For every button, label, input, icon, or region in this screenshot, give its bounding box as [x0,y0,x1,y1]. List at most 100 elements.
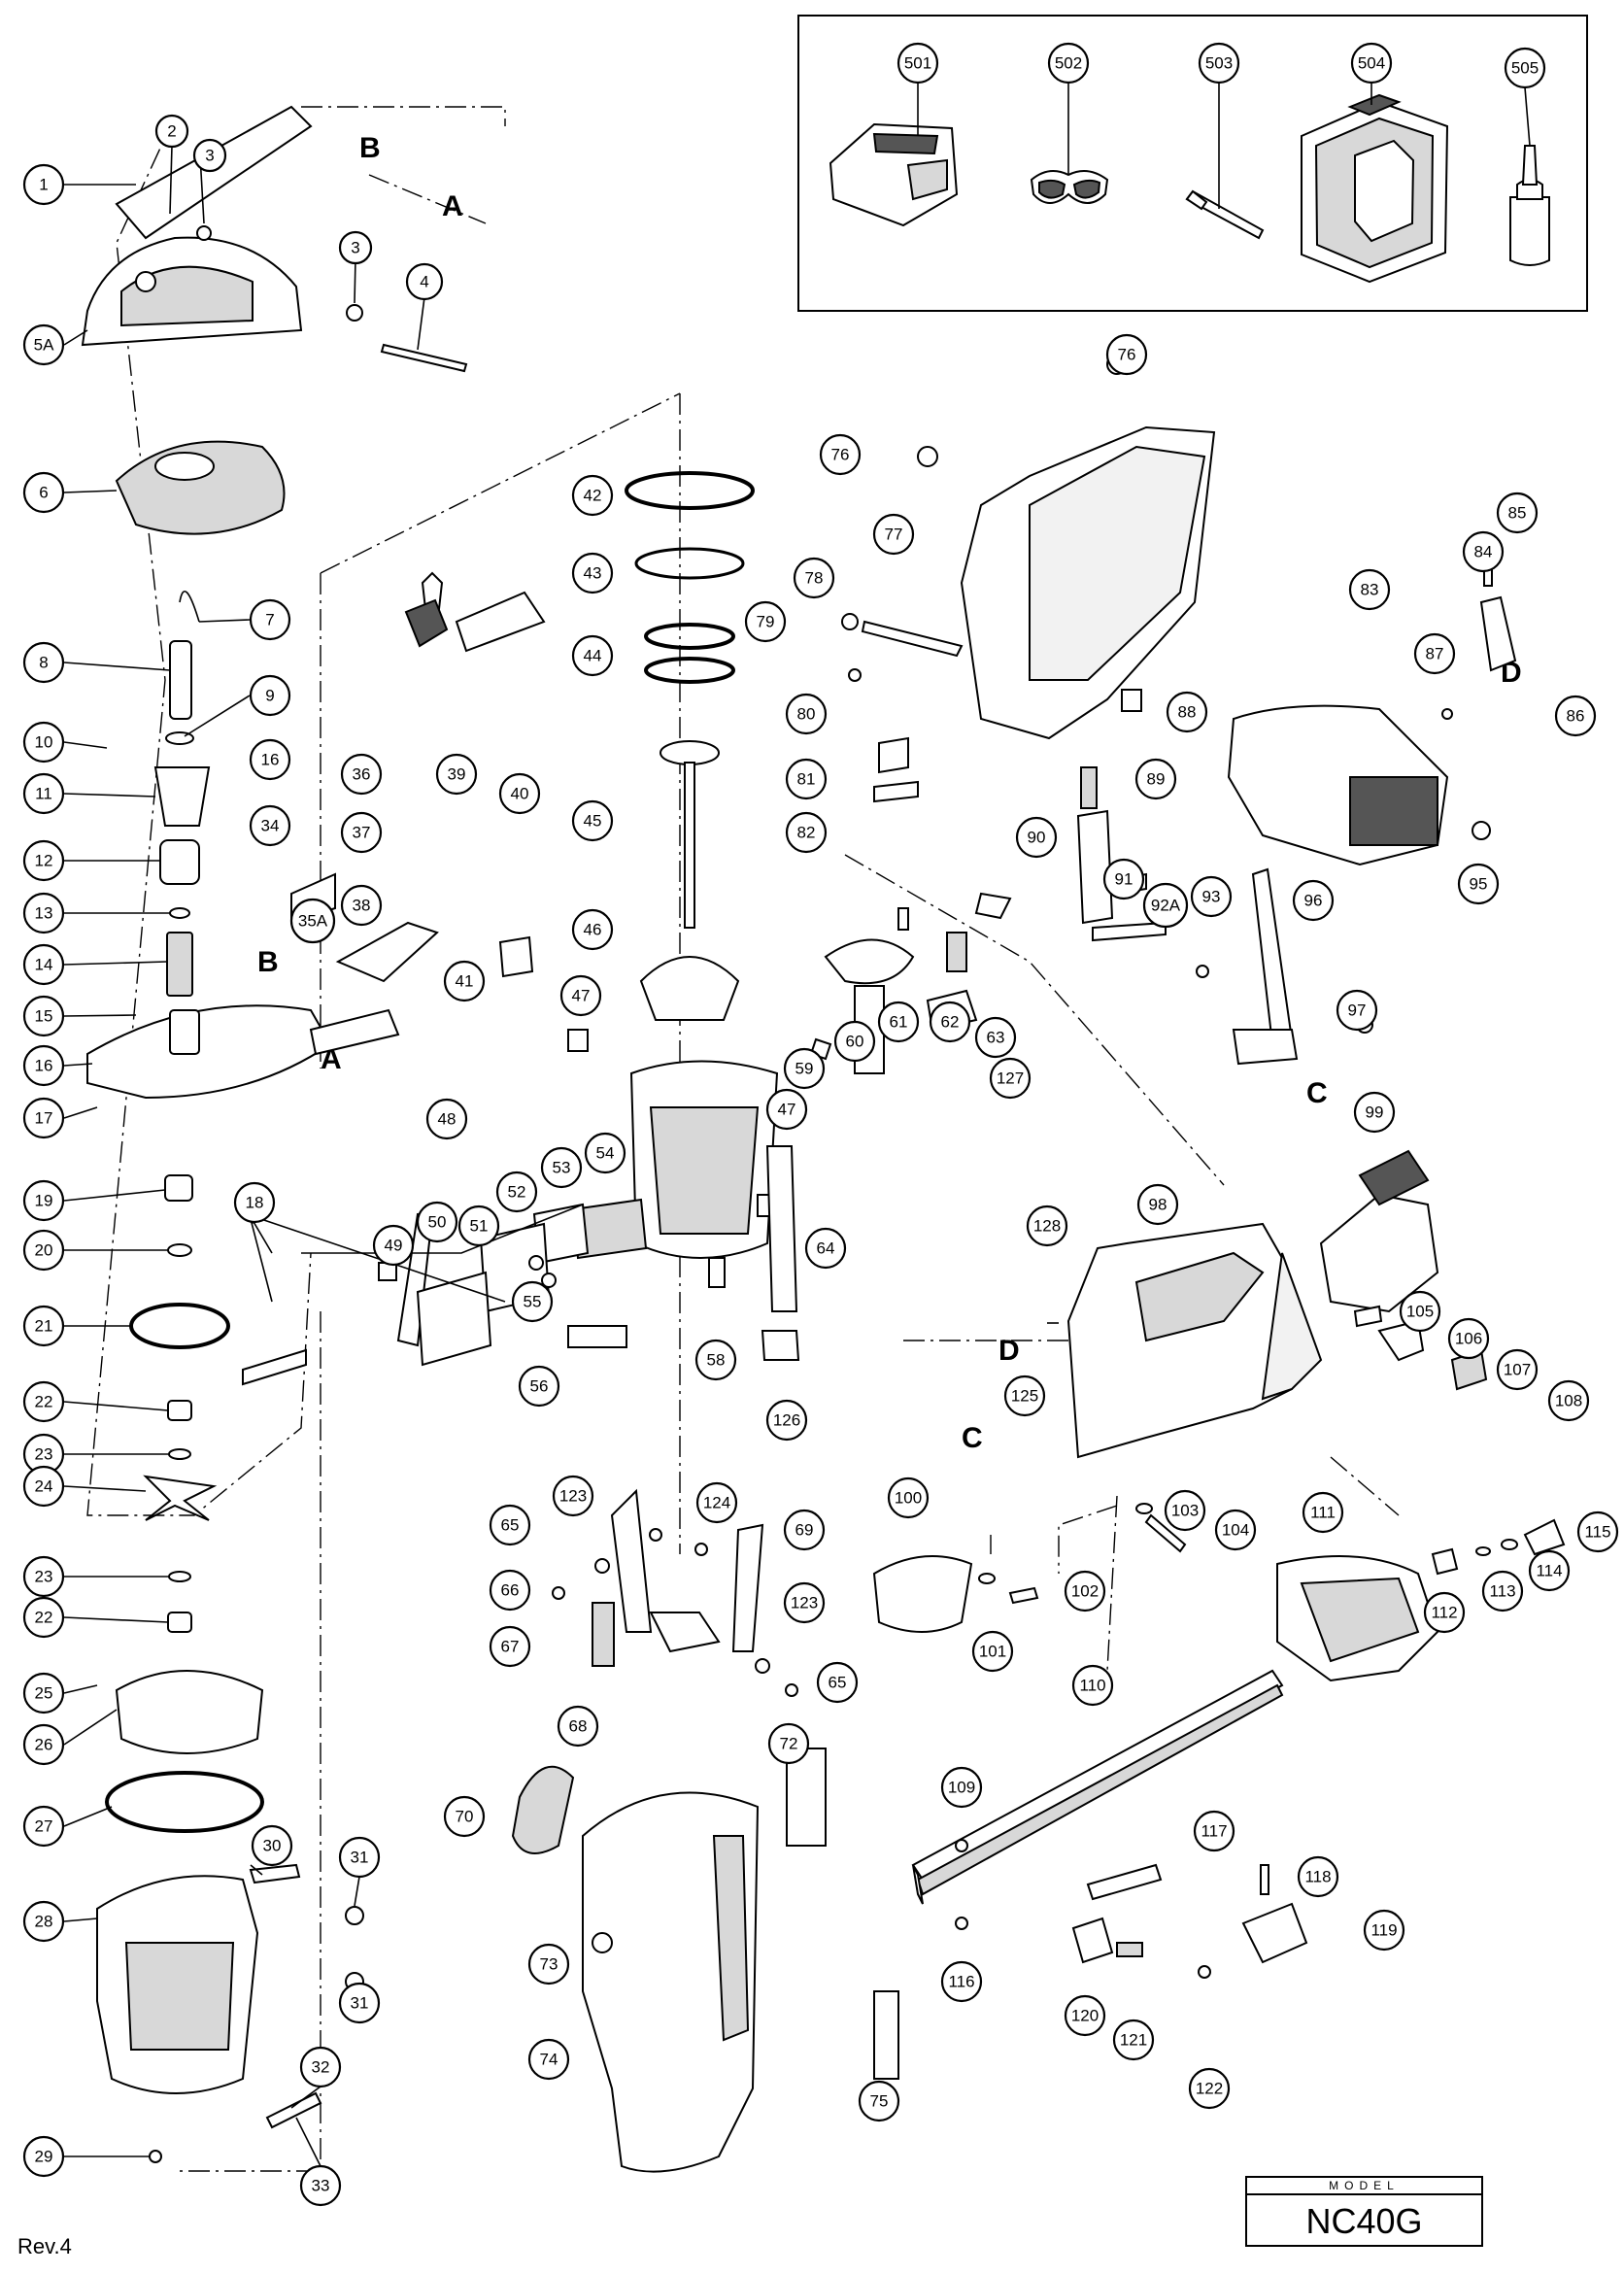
callout-48: 48 [425,1098,468,1140]
svg-text:59: 59 [795,1060,814,1078]
nose-parts [511,1748,899,2173]
revision-label: Rev.4 [17,2234,72,2258]
callout-66: 66 [489,1569,531,1612]
callout-33: 33 [299,2164,342,2207]
callout-59: 59 [783,1047,826,1090]
accessory-parts [829,93,1550,284]
callout-10: 10 [22,721,65,764]
callout-112: 112 [1423,1591,1466,1634]
svg-text:67: 67 [501,1638,520,1656]
callout-93: 93 [1190,875,1233,918]
svg-text:68: 68 [569,1717,588,1736]
svg-text:503: 503 [1205,54,1233,73]
callout-125: 125 [1003,1375,1046,1417]
callout-117: 117 [1193,1810,1235,1852]
svg-text:73: 73 [540,1955,558,1974]
spring-14 [166,932,193,997]
svg-text:80: 80 [797,705,816,724]
callout-87: 87 [1413,632,1456,675]
svg-text:125: 125 [1011,1387,1038,1406]
callout-76: 76 [1105,333,1148,376]
callouts: 1 2 3 3 4 5A 6 7 8 9 10 11 12 13 14 15 1… [22,42,1619,2207]
callout-52: 52 [495,1171,538,1213]
svg-text:70: 70 [456,1808,474,1826]
callout-83: 83 [1348,568,1391,611]
bracket-50 [416,1271,492,1367]
rod-59 [765,1145,798,1312]
svg-text:108: 108 [1555,1392,1582,1410]
callout-123: 123 [552,1475,594,1517]
callout-100: 100 [887,1476,930,1519]
svg-text:18: 18 [246,1194,264,1212]
svg-text:112: 112 [1431,1604,1457,1622]
svg-text:111: 111 [1310,1504,1336,1522]
svg-text:44: 44 [584,647,602,665]
svg-text:35A: 35A [298,912,328,931]
svg-text:504: 504 [1358,54,1385,73]
callout-60: 60 [833,1020,876,1063]
callout-106: 106 [1447,1317,1490,1360]
svg-text:505: 505 [1511,59,1539,78]
callout-503: 503 [1198,42,1240,85]
svg-text:110: 110 [1079,1677,1105,1695]
callout-43: 43 [571,552,614,594]
section-letter-b: B [359,132,381,164]
callout-31: 31 [338,1836,381,1879]
callout-115: 115 [1576,1510,1619,1553]
svg-text:3: 3 [205,147,214,165]
callout-51: 51 [457,1205,500,1247]
svg-text:51: 51 [470,1217,489,1236]
callout-502: 502 [1047,42,1090,85]
svg-text:86: 86 [1567,707,1585,726]
svg-text:25: 25 [35,1684,53,1703]
callout-3: 3 [192,138,227,173]
safety-glasses-illustration [1030,170,1109,204]
collar-126 [761,1330,800,1361]
callout-72: 72 [767,1722,810,1765]
callout-63: 63 [974,1016,1017,1059]
svg-text:122: 122 [1196,2080,1223,2098]
callout-77: 77 [872,513,915,556]
callout-99: 99 [1353,1091,1396,1134]
svg-text:76: 76 [831,446,850,464]
callout-69: 69 [783,1509,826,1551]
callout-18: 18 [233,1181,276,1224]
svg-text:126: 126 [773,1411,800,1430]
section-letter-b: B [257,946,279,978]
svg-text:64: 64 [817,1239,835,1258]
svg-text:50: 50 [428,1213,447,1232]
callout-75: 75 [858,2080,900,2122]
svg-text:6: 6 [39,484,48,502]
callout-12: 12 [22,839,65,882]
svg-text:117: 117 [1201,1822,1227,1841]
callout-67: 67 [489,1625,531,1668]
callout-15: 15 [22,995,65,1037]
callout-65: 65 [489,1504,531,1546]
magazine-parts [911,1669,1308,1979]
base-17 [86,1004,332,1100]
svg-text:22: 22 [35,1393,53,1411]
callout-127: 127 [989,1057,1032,1100]
callout-29: 29 [22,2135,65,2178]
callout-82: 82 [785,811,828,854]
callout-501: 501 [897,42,939,85]
leader-lines [63,145,1059,2167]
callout-3: 3 [338,230,373,265]
svg-text:41: 41 [456,972,474,991]
svg-text:81: 81 [797,770,816,789]
callout-45: 45 [571,799,614,842]
callout-55: 55 [511,1280,554,1323]
callout-105: 105 [1399,1290,1441,1333]
callout-111: 111 [1302,1491,1344,1534]
callout-97: 97 [1336,989,1378,1032]
nose-74 [582,1791,760,2173]
svg-text:107: 107 [1504,1361,1531,1379]
hex-wrench-illustration [1185,189,1265,240]
svg-text:8: 8 [39,654,48,672]
svg-text:39: 39 [448,765,466,784]
svg-text:40: 40 [511,785,529,803]
svg-text:1: 1 [39,176,48,194]
grip-98 [1066,1222,1303,1459]
svg-text:105: 105 [1406,1303,1434,1321]
